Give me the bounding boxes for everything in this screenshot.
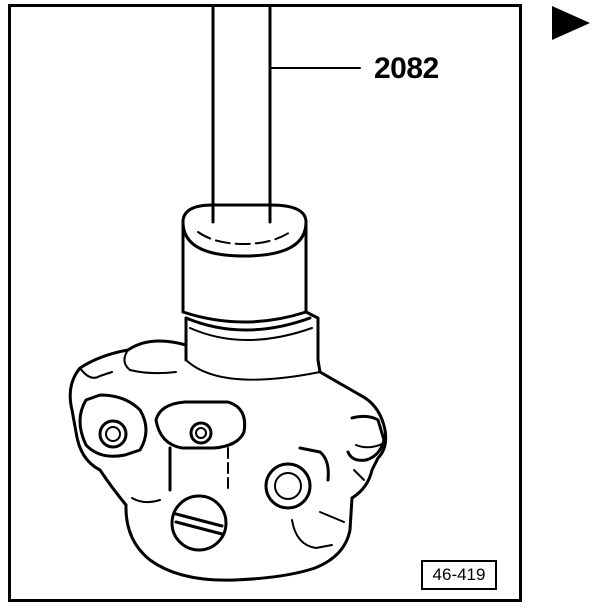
figure-frame	[8, 4, 522, 602]
pump-body	[68, 339, 388, 582]
center-mount-ear	[154, 400, 247, 493]
part-number-label: 2082	[374, 52, 439, 85]
tool-sleeve	[181, 203, 308, 324]
side-fitting	[319, 414, 386, 523]
pump-collar	[184, 310, 320, 362]
left-mount-ear	[78, 393, 148, 458]
lower-recess	[131, 497, 333, 549]
play-arrow-icon[interactable]	[552, 6, 590, 40]
right-boss	[264, 446, 330, 510]
slotted-plug	[170, 494, 228, 552]
reference-code-box: 46-419	[421, 560, 497, 590]
tool-shaft	[211, 6, 272, 224]
